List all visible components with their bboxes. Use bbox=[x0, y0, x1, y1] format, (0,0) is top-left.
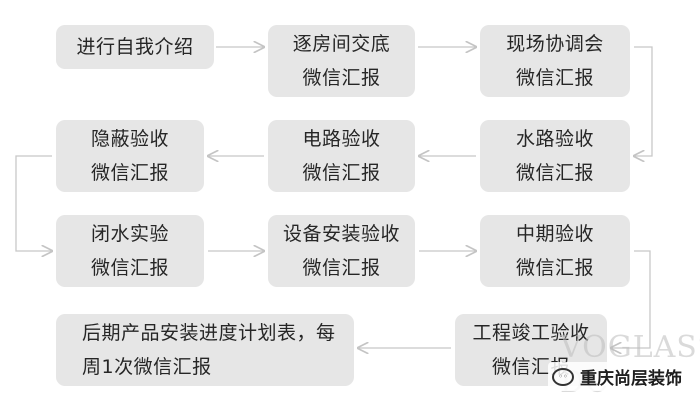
node-line: 逐房间交底 bbox=[292, 33, 391, 55]
node-line: 工程竣工验收 bbox=[472, 322, 590, 344]
node-line: 隐蔽验收 bbox=[90, 128, 169, 150]
node-water-acceptance: 水路验收 微信汇报 bbox=[480, 120, 630, 192]
connector-arrow-3 bbox=[634, 46, 653, 156]
node-line: 现场协调会 bbox=[506, 33, 604, 55]
node-line: 水路验收 bbox=[515, 128, 594, 150]
watermark-brand-text: 重庆尚层装饰 bbox=[580, 369, 682, 389]
connector-arrow-9 bbox=[611, 250, 651, 348]
node-line: 微信汇报 bbox=[515, 257, 594, 279]
node-line: 周1次微信汇报 bbox=[82, 356, 212, 378]
node-concealed-acceptance: 隐蔽验收 微信汇报 bbox=[56, 120, 204, 192]
node-site-meeting: 现场协调会 微信汇报 bbox=[480, 25, 630, 97]
watermark-brand: ◦◦ 重庆尚层装饰 bbox=[548, 362, 686, 391]
node-water-test: 闭水实验 微信汇报 bbox=[56, 215, 204, 287]
node-line: 电路验收 bbox=[302, 128, 381, 150]
node-line: 闭水实验 bbox=[90, 223, 169, 245]
node-electric-acceptance: 电路验收 微信汇报 bbox=[268, 120, 415, 192]
node-line: 微信汇报 bbox=[90, 257, 169, 279]
node-midterm-acceptance: 中期验收 微信汇报 bbox=[480, 215, 630, 287]
node-line: 微信汇报 bbox=[302, 162, 381, 184]
node-line: 中期验收 bbox=[515, 223, 594, 245]
node-line: 设备安装验收 bbox=[282, 223, 400, 245]
connector-arrow-6 bbox=[15, 155, 52, 251]
wechat-icon: ◦◦ bbox=[552, 367, 574, 386]
node-line: 进行自我介绍 bbox=[76, 36, 194, 58]
node-line: 微信汇报 bbox=[302, 67, 381, 89]
node-line: 微信汇报 bbox=[515, 67, 594, 89]
node-line: 微信汇报 bbox=[302, 257, 381, 279]
node-line: 后期产品安装进度计划表，每 bbox=[82, 322, 336, 344]
node-post-installation-plan: 后期产品安装进度计划表，每 周1次微信汇报 bbox=[56, 314, 354, 386]
node-line: 微信汇报 bbox=[515, 162, 594, 184]
node-room-handover: 逐房间交底 微信汇报 bbox=[268, 25, 415, 97]
node-line: 微信汇报 bbox=[90, 162, 169, 184]
node-self-intro: 进行自我介绍 bbox=[56, 25, 214, 69]
node-equipment-acceptance: 设备安装验收 微信汇报 bbox=[268, 215, 415, 287]
